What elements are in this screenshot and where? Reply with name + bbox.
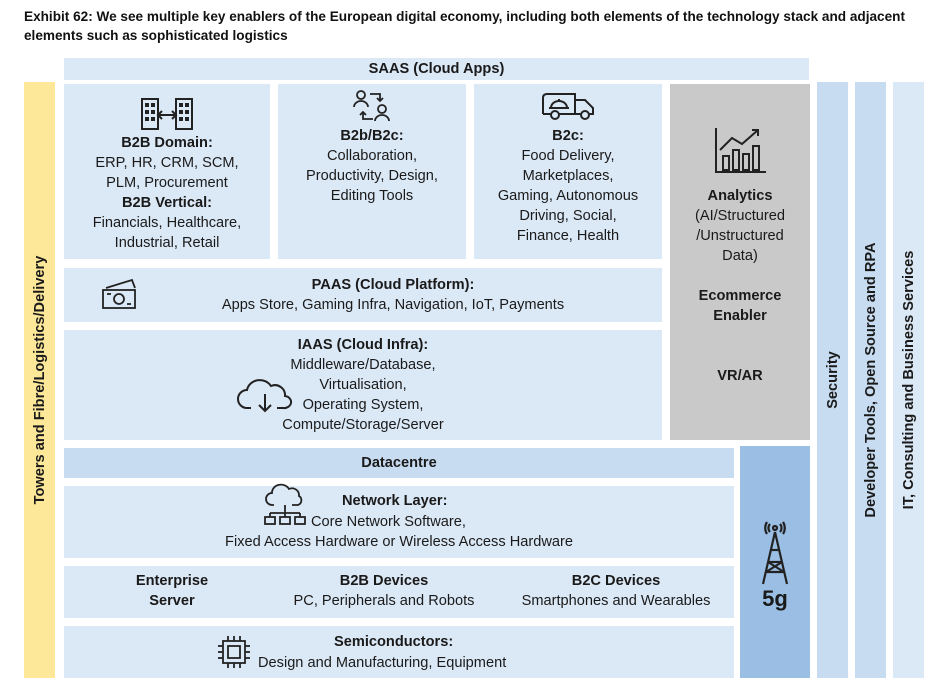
fiveg-label: 5g (762, 586, 788, 611)
analytics-heading: Analytics (707, 188, 773, 204)
b2b-box: B2B Domain: ERP, HR, CRM, SCM, PLM, Proc… (64, 84, 270, 259)
b2b-devices-heading: B2B Devices (339, 573, 429, 589)
iaas-line: Operating System, (302, 397, 424, 413)
people-exchange-icon (353, 90, 390, 122)
b2b-vertical-line: Financials, Healthcare, (92, 214, 242, 231)
b2b-domain-line: PLM, Procurement (106, 174, 228, 191)
datacentre-label: Datacentre (361, 455, 437, 471)
b2c-line: Gaming, Autonomous (497, 188, 639, 204)
exhibit-title: Exhibit 62: We see multiple key enablers… (24, 9, 906, 43)
logistics-band: Towers and Fibre/Logistics/Delivery (24, 82, 55, 678)
devtools-label: Developer Tools, Open Source and RPA (862, 242, 879, 518)
analytics-line: Data) (722, 248, 758, 264)
semiconductors-line: Design and Manufacturing, Equipment (258, 655, 507, 671)
chip-icon (218, 636, 250, 668)
ecommerce-label: Ecommerce (698, 288, 782, 304)
b2b-vertical-line: Industrial, Retail (114, 234, 220, 251)
b2b-b2c-box: B2b/B2c: Collaboration, Productivity, De… (278, 84, 466, 259)
analytics-line: (AI/Structured (694, 208, 786, 224)
ecommerce-label: Enabler (713, 308, 767, 324)
analytics-line: /Unstructured (696, 228, 784, 244)
vr-ar-label: VR/AR (717, 368, 763, 384)
delivery-van-icon (542, 93, 594, 120)
security-label: Security (824, 351, 841, 409)
b2c-line: Marketplaces, (522, 168, 614, 184)
b2c-line: Finance, Health (516, 228, 620, 244)
saas-header: SAAS (Cloud Apps) (64, 58, 809, 80)
b2c-box: B2c: Food Delivery, Marketplaces, Gaming… (474, 84, 662, 259)
b2b-devices-line: PC, Peripherals and Robots (293, 593, 475, 609)
b2c-heading: B2c: (552, 128, 584, 144)
b2b-b2c-line: Editing Tools (330, 188, 414, 204)
network-line: Core Network Software, (311, 514, 466, 530)
devtools-band: Developer Tools, Open Source and RPA (855, 82, 886, 678)
consulting-label: IT, Consulting and Business Services (900, 250, 917, 510)
enterprise-server-label: Server (149, 593, 195, 609)
buildings-icon (141, 97, 193, 130)
b2b-b2c-heading: B2b/B2c: (340, 128, 404, 144)
logistics-label: Towers and Fibre/Logistics/Delivery (31, 255, 48, 505)
fiveg-box: 5g (740, 446, 810, 678)
b2b-domain-heading: B2B Domain: (121, 134, 213, 151)
b2b-domain-line: ERP, HR, CRM, SCM, (95, 154, 239, 171)
security-band: Security (817, 82, 848, 678)
semiconductors-box: Semiconductors: Design and Manufacturing… (64, 626, 734, 678)
iaas-line: Middleware/Database, (290, 357, 436, 373)
network-line: Fixed Access Hardware or Wireless Access… (225, 534, 573, 550)
iaas-line: Virtualisation, (319, 377, 407, 393)
b2c-line: Food Delivery, (521, 148, 615, 164)
consulting-band: IT, Consulting and Business Services (893, 82, 924, 678)
paas-box: PAAS (Cloud Platform): Apps Store, Gamin… (64, 268, 662, 322)
cloud-download-icon (237, 379, 293, 413)
iaas-line: Compute/Storage/Server (282, 417, 444, 433)
network-cloud-icon (264, 483, 306, 525)
bar-chart-icon (715, 128, 766, 173)
enterprise-server-label: Enterprise (135, 573, 209, 589)
paas-line: Apps Store, Gaming Infra, Navigation, Io… (221, 297, 565, 313)
semiconductors-heading: Semiconductors: (334, 634, 454, 650)
b2b-vertical-heading: B2B Vertical: (121, 194, 213, 211)
devices-box: Enterprise Server B2B Devices PC, Periph… (64, 566, 734, 618)
network-heading: Network Layer: (342, 493, 448, 509)
b2b-b2c-line: Productivity, Design, (306, 168, 438, 184)
analytics-box: Analytics (AI/Structured /Unstructured D… (670, 84, 810, 440)
paas-heading: PAAS (Cloud Platform): (311, 277, 475, 293)
b2c-line: Driving, Social, (519, 208, 617, 224)
iaas-heading: IAAS (Cloud Infra): (297, 337, 429, 353)
b2c-devices-line: Smartphones and Wearables (521, 593, 711, 609)
datacentre-box: Datacentre (64, 448, 734, 478)
antenna-tower-icon (761, 521, 789, 585)
money-card-icon (102, 278, 136, 309)
iaas-box: IAAS (Cloud Infra): Middleware/Database,… (64, 330, 662, 440)
b2c-devices-heading: B2C Devices (571, 573, 661, 589)
saas-label: SAAS (Cloud Apps) (368, 61, 505, 77)
network-layer-box: Network Layer: Core Network Software, Fi… (64, 483, 734, 558)
b2b-b2c-line: Collaboration, (326, 148, 418, 164)
